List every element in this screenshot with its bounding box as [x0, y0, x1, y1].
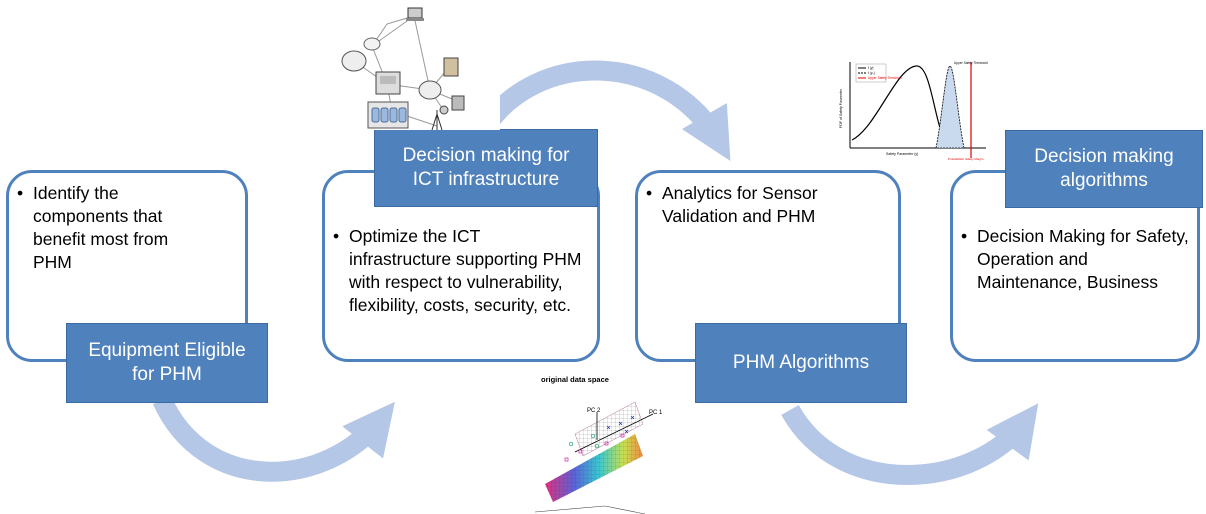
- pdf-legend-1: f (y): [868, 66, 874, 70]
- pdf-ylabel: PDF of Safety Parameter: [839, 88, 843, 128]
- stage4-bullet: Decision Making for Safety, Operation an…: [961, 225, 1195, 294]
- stage1-label: Equipment Eligible for PHM: [66, 323, 268, 403]
- stage3-label: PHM Algorithms: [695, 323, 907, 403]
- pdf-margin-annotation: Probabilistic Safety Margin: [948, 157, 984, 161]
- stage3-bullet: Analytics for Sensor Validation and PHM: [646, 182, 852, 228]
- stage1-bullet: Identify the components that benefit mos…: [17, 182, 198, 274]
- pca-axis1: PC 1: [649, 410, 663, 416]
- arrow-stage3-to-stage4: [781, 403, 1039, 485]
- pdf-safety-chart-image: PDF of Safety Parameter Safety Parameter…: [836, 58, 988, 166]
- stage2-bullet: Optimize the ICT infrastructure supporti…: [333, 225, 585, 317]
- pca-title: original data space: [541, 375, 609, 384]
- pdf-xlabel: Safety Parameter (y): [886, 152, 918, 156]
- arrow-stage2-to-stage3: [476, 60, 731, 161]
- stage1-box: Identify the components that benefit mos…: [6, 170, 248, 362]
- pdf-legend-3: Upper Safety Threshold: [868, 76, 902, 80]
- stage4-label: Decision making algorithms: [1005, 130, 1203, 208]
- pca-data-space-image: original data space PC 1 PC 2: [535, 374, 675, 514]
- stage2-label: Decision making for ICT infrastructure: [374, 129, 598, 207]
- pca-axis2: PC 2: [587, 408, 601, 414]
- arrow-stage1-to-stage2: [152, 395, 395, 482]
- pdf-legend-2: f (y₀): [868, 71, 875, 75]
- pdf-threshold-annotation: Upper Safety Threshold: [954, 61, 988, 65]
- network-diagram-image: [332, 6, 500, 130]
